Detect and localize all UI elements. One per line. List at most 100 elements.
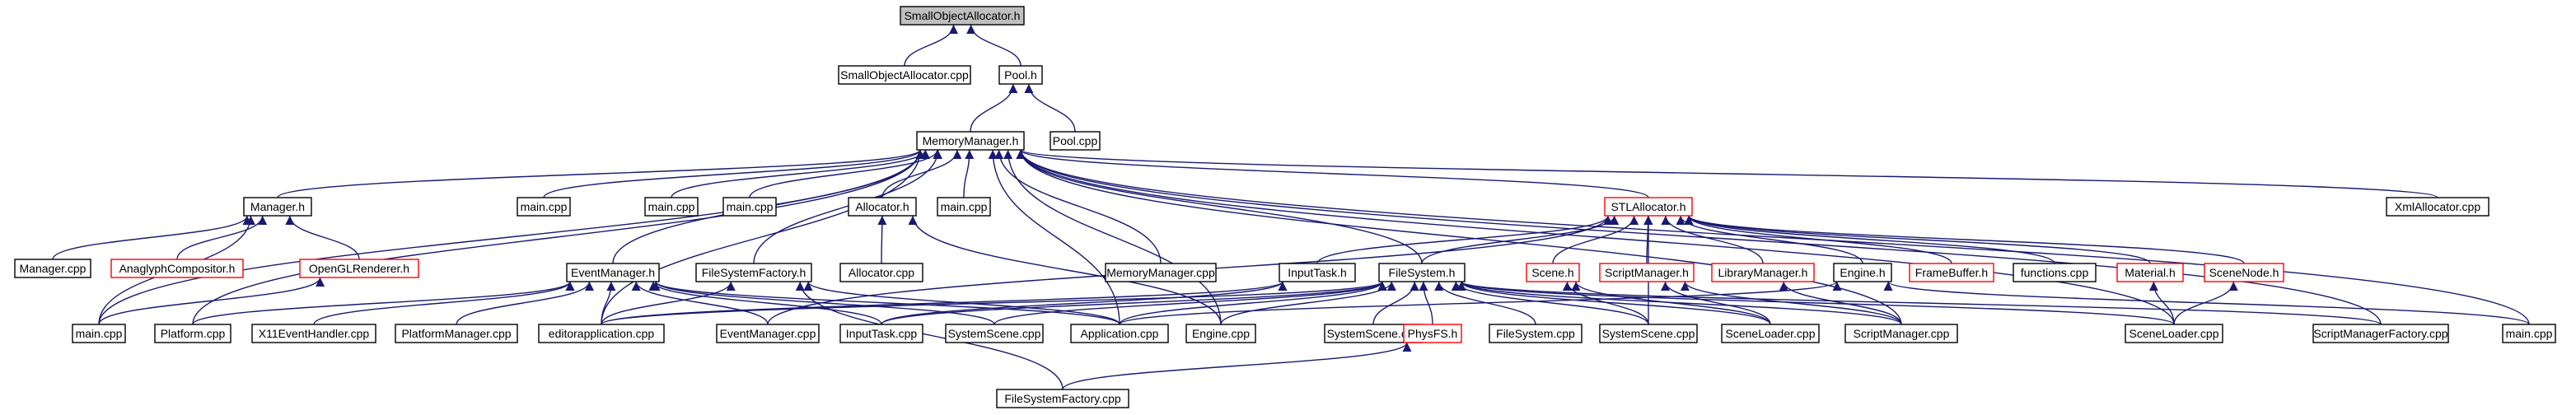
node-label: Manager.h [250,200,305,213]
node-memmgr-h[interactable]: MemoryManager.h [916,131,1025,151]
node-label: ScriptManager.cpp [1854,327,1950,340]
node-editorapp-cpp[interactable]: editorapplication.cpp [538,324,665,343]
node-main4[interactable]: main.cpp [937,197,991,217]
node-box [1105,263,1217,282]
node-box [1489,324,1583,343]
node-allocator-h[interactable]: Allocator.h [848,197,917,217]
edge-anaglyph_h-to-manager_h [176,215,268,260]
edge-main4-to-memmgr_h [963,149,975,198]
node-box [110,259,244,278]
node-allocator-cpp[interactable]: Allocator.cpp [839,263,923,282]
node-xmlalloc-cpp[interactable]: XmlAllocator.cpp [2386,197,2490,217]
node-memmgr-cpp[interactable]: MemoryManager.cpp [1105,263,1217,282]
node-platform-cpp[interactable]: Platform.cpp [154,324,231,343]
edge-sysscene1-to-filesystem_h [993,281,1387,325]
node-box [2116,263,2184,282]
node-label: AnaglyphCompositor.h [119,262,236,275]
edge-allocator_cpp-to-allocator_h [877,215,887,264]
node-box [996,389,1129,408]
node-box [839,324,923,343]
edge-stlalloc_h-to-memmgr_h [1016,149,1649,198]
node-filesystem-cpp[interactable]: FileSystem.cpp [1489,324,1583,343]
node-label: X11EventHandler.cpp [259,327,370,340]
node-filesystem-h[interactable]: FileSystem.h [1378,263,1466,282]
node-small-cpp[interactable]: SmallObjectAllocator.cpp [838,65,971,85]
node-main1[interactable]: main.cpp [517,197,571,217]
edge-pool_cpp-to-pool_h [1024,83,1076,133]
node-sysscene3[interactable]: SystemScene.cpp [1599,324,1698,343]
node-manager-h[interactable]: Manager.h [243,197,312,217]
node-engine-h[interactable]: Engine.h [1833,263,1892,282]
edge-application_cpp-to-fsfactory_h [803,281,1120,325]
node-label: SystemScene.cpp [1602,327,1695,340]
node-main2[interactable]: main.cpp [644,197,699,217]
edge-main6-to-engine_h [1883,281,2530,325]
node-box [2204,263,2284,282]
edge-fsfactory_cpp-to-fsfactory_h [795,281,1064,390]
edge-framebuffer_h-to-stlalloc_h [1684,215,1952,264]
node-label: main.cpp [521,200,568,213]
node-box [2312,324,2449,343]
node-scriptmgr-h[interactable]: ScriptManager.h [1599,263,1695,282]
node-box [998,65,1043,85]
node-box [1599,263,1695,282]
node-scene-h[interactable]: Scene.h [1526,263,1580,282]
node-libmgr-h[interactable]: LibraryManager.h [1711,263,1815,282]
node-label: LibraryManager.h [1718,266,1808,279]
node-fsfactory-h[interactable]: FileSystemFactory.h [695,263,812,282]
node-box [14,259,91,278]
node-platformmgr-cpp[interactable]: PlatformManager.cpp [395,324,518,343]
node-fsfactory-cpp[interactable]: FileSystemFactory.cpp [996,389,1129,408]
node-inputtask-h[interactable]: InputTask.h [1279,263,1356,282]
node-main5[interactable]: main.cpp [72,324,126,343]
node-main6[interactable]: main.cpp [2502,324,2556,343]
edge-x11_cpp-to-eventmgr_h [313,281,575,325]
edge-engine_cpp-to-filesystem_h [1220,281,1396,325]
node-scenenode-h[interactable]: SceneNode.h [2204,263,2284,282]
node-oglrend-h[interactable]: OpenGLRenderer.h [299,259,419,278]
node-box [72,324,126,343]
node-scriptmgr-cpp[interactable]: ScriptManager.cpp [1844,324,1958,343]
node-label: SystemScene.cpp [948,327,1041,340]
node-main3[interactable]: main.cpp [722,197,777,217]
node-label: Pool.h [1004,68,1037,82]
node-functions-cpp[interactable]: functions.cpp [2013,263,2097,282]
node-label: InputTask.cpp [846,327,918,340]
node-pool-cpp[interactable]: Pool.cpp [1050,131,1101,151]
node-x11-cpp[interactable]: X11EventHandler.cpp [251,324,376,343]
node-pool-h[interactable]: Pool.h [998,65,1043,85]
edge-material_h-to-stlalloc_h [1684,215,2151,264]
edge-application_cpp-to-memmgr_h [988,149,1120,325]
node-eventmgr-h[interactable]: EventManager.h [566,263,660,282]
node-box [243,197,312,217]
node-stlalloc-h[interactable]: STLAllocator.h [1604,197,1693,217]
node-sceneloader2[interactable]: SceneLoader.cpp [2125,324,2223,343]
node-box [251,324,376,343]
node-inputtask-cpp[interactable]: InputTask.cpp [839,324,923,343]
node-box [1378,263,1466,282]
node-physfs-h[interactable]: PhysFS.h [1403,324,1462,343]
node-sysscene1[interactable]: SystemScene.cpp [945,324,1044,343]
node-label: main.cpp [941,200,988,213]
node-anaglyph-h[interactable]: AnaglyphCompositor.h [110,259,244,278]
node-sysscene2[interactable]: SystemScene.cpp [1324,324,1423,343]
node-manager-cpp[interactable]: Manager.cpp [14,259,91,278]
node-sceneloader1[interactable]: SceneLoader.cpp [1721,324,1820,343]
node-label: main.cpp [76,327,123,340]
node-box [2502,324,2556,343]
node-engine-cpp[interactable]: Engine.cpp [1185,324,1256,343]
node-application-cpp[interactable]: Application.cpp [1070,324,1169,343]
node-box [1279,263,1356,282]
edge-main2-to-memmgr_h [671,149,931,198]
node-framebuffer-h[interactable]: FrameBuffer.h [1909,263,1994,282]
node-label: XmlAllocator.cpp [2395,200,2480,213]
node-scriptmgrfactory-cpp[interactable]: ScriptManagerFactory.cpp [2312,324,2449,343]
node-material-h[interactable]: Material.h [2116,263,2184,282]
node-small-h[interactable]: SmallObjectAllocator.h [900,6,1025,26]
edge-scenenode_h-to-stlalloc_h [1684,215,2245,264]
node-label: FileSystemFactory.h [702,266,806,279]
node-eventmgr-cpp[interactable]: EventManager.cpp [716,324,820,343]
node-box [517,197,571,217]
node-box [1526,263,1580,282]
